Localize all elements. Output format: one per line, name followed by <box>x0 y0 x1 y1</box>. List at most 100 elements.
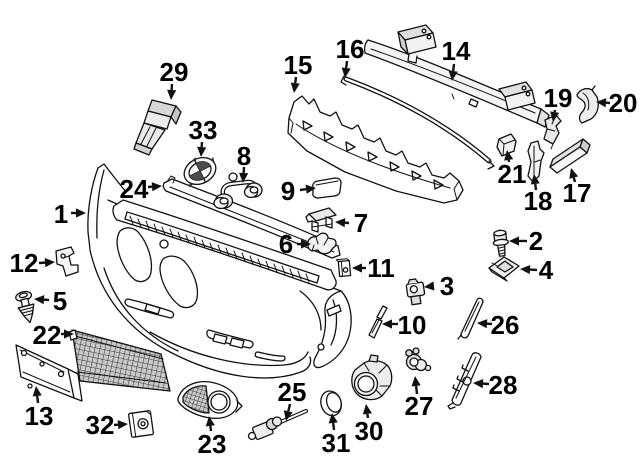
part-callout-8[interactable]: 8 <box>237 141 251 183</box>
part-number-label: 26 <box>491 310 520 340</box>
part-number-label: 31 <box>322 428 351 458</box>
part-number-label: 1 <box>54 199 68 229</box>
part-callout-24[interactable]: 24 <box>120 174 162 204</box>
callout-arrow-head <box>448 70 458 81</box>
callout-arrow-head <box>239 172 249 183</box>
callout-arrow-head <box>305 184 316 194</box>
part-33-emblem-drawing <box>183 156 217 188</box>
part-18-side-bracket-drawing <box>527 140 545 183</box>
parts-artwork-layer <box>15 24 599 441</box>
callout-arrow-head <box>283 410 293 421</box>
part-32-cover-plate-drawing <box>127 410 155 438</box>
part-callout-19[interactable]: 19 <box>544 83 573 122</box>
part-number-label: 13 <box>25 401 54 431</box>
part-callout-26[interactable]: 26 <box>477 310 519 340</box>
part-number-label: 4 <box>539 255 554 285</box>
callout-arrow-head <box>290 82 300 93</box>
callout-arrow-head <box>569 168 579 179</box>
part-20-corner-bracket-drawing <box>576 85 599 124</box>
part-callout-7[interactable]: 7 <box>335 208 368 238</box>
part-26-side-strip-drawing <box>457 297 484 340</box>
part-callout-29[interactable]: 29 <box>160 57 189 100</box>
callout-arrow-head <box>197 146 207 157</box>
part-callout-30[interactable]: 30 <box>355 404 384 446</box>
callout-arrow-head <box>382 319 392 329</box>
part-callout-11[interactable]: 11 <box>352 253 395 283</box>
part-number-label: 23 <box>198 429 227 459</box>
part-callout-9[interactable]: 9 <box>281 176 316 206</box>
part-callout-13[interactable]: 13 <box>25 386 54 431</box>
callout-arrow-line <box>451 63 456 72</box>
part-12-bracket-drawing <box>55 246 79 277</box>
callout-arrow-line <box>534 183 538 191</box>
part-number-label: 29 <box>160 57 189 87</box>
part-number-label: 33 <box>189 115 218 145</box>
callout-arrow-head <box>520 264 531 275</box>
part-callout-5[interactable]: 5 <box>34 286 67 316</box>
part-1-bumper-cover-drawing <box>87 163 352 379</box>
part-number-label: 10 <box>398 310 427 340</box>
callout-arrow-head <box>76 208 86 218</box>
part-callout-10[interactable]: 10 <box>382 310 426 340</box>
part-29-air-duct-drawing <box>133 99 182 156</box>
callout-arrow-head <box>117 420 128 430</box>
callout-arrow-head <box>596 98 607 108</box>
part-callout-17[interactable]: 17 <box>563 168 592 208</box>
part-callout-28[interactable]: 28 <box>473 370 517 400</box>
part-number-label: 24 <box>120 174 149 204</box>
callout-arrow-line <box>414 385 419 395</box>
callout-arrow-line <box>344 60 349 69</box>
part-number-label: 28 <box>489 370 518 400</box>
part-22-center-grille-drawing <box>68 329 171 392</box>
callout-arrow-head <box>477 319 488 329</box>
part-callout-2[interactable]: 2 <box>509 226 543 256</box>
part-4-clip-nut-drawing <box>488 256 520 282</box>
part-number-label: 15 <box>284 50 313 80</box>
part-callout-21[interactable]: 21 <box>498 150 527 189</box>
part-number-label: 30 <box>355 416 384 446</box>
part-callout-14[interactable]: 14 <box>442 36 471 81</box>
part-callout-27[interactable]: 27 <box>405 376 434 421</box>
part-callout-33[interactable]: 33 <box>189 115 218 157</box>
part-callout-4[interactable]: 4 <box>520 255 554 285</box>
part-callout-31[interactable]: 31 <box>322 413 351 458</box>
part-number-label: 21 <box>498 159 527 189</box>
part-5-expansion-rivet-drawing <box>15 290 35 324</box>
part-callout-32[interactable]: 32 <box>86 410 128 440</box>
callout-arrow-line <box>572 177 577 183</box>
callout-arrow-head <box>205 416 215 427</box>
part-25-temp-sensor-drawing <box>247 409 308 441</box>
callout-arrow-line <box>299 188 307 192</box>
part-15-energy-absorber-drawing <box>287 95 464 204</box>
part-number-label: 3 <box>440 271 454 301</box>
part-7-bracket-drawing <box>305 207 337 233</box>
callout-arrow-line <box>287 403 292 412</box>
part-number-label: 8 <box>237 141 251 171</box>
callout-arrow-head <box>44 258 55 268</box>
part-callout-12[interactable]: 12 <box>10 248 55 278</box>
part-number-label: 22 <box>33 320 62 350</box>
callout-arrow-line <box>294 76 298 84</box>
part-callout-25[interactable]: 25 <box>278 377 307 421</box>
part-callout-23[interactable]: 23 <box>198 416 227 459</box>
part-callout-22[interactable]: 22 <box>33 320 74 350</box>
part-8-grommet-bracket-drawing <box>213 179 263 210</box>
part-number-label: 5 <box>53 286 67 316</box>
part-callout-1[interactable]: 1 <box>54 199 86 229</box>
part-number-label: 19 <box>544 83 573 113</box>
part-callout-15[interactable]: 15 <box>284 50 313 93</box>
part-16-lower-strip-drawing <box>340 75 495 170</box>
callout-arrow-line <box>209 425 213 432</box>
callout-arrow-head <box>424 281 435 291</box>
callout-arrow-head <box>32 386 42 397</box>
part-callout-6[interactable]: 6 <box>279 229 311 259</box>
part-callout-18[interactable]: 18 <box>524 174 553 216</box>
part-callout-20[interactable]: 20 <box>596 88 637 118</box>
part-number-label: 17 <box>563 178 592 208</box>
part-27-sensor-drawing <box>405 347 432 372</box>
part-callout-3[interactable]: 3 <box>424 271 454 301</box>
part-10-strip-drawing <box>368 305 388 339</box>
part-callout-16[interactable]: 16 <box>336 34 365 78</box>
